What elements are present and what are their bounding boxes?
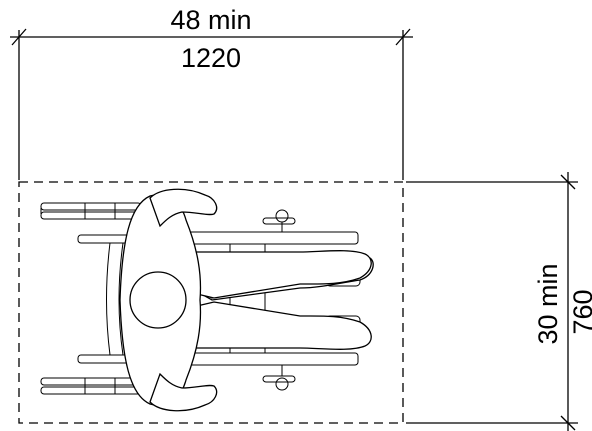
width-dimension: 48 min 1220 <box>10 5 413 180</box>
top-push-rim <box>40 211 142 220</box>
depth-dimension: 30 min 760 <box>406 172 592 431</box>
wheelchair-icon <box>40 188 374 412</box>
top-wheel <box>40 202 142 211</box>
width-imperial-label: 48 min <box>170 5 251 35</box>
bottom-push-rim <box>40 386 142 395</box>
depth-imperial-label: 30 min <box>533 263 563 344</box>
depth-tick-bottom <box>560 415 576 431</box>
caster-top <box>262 209 296 232</box>
head <box>129 271 187 329</box>
arm-top <box>149 188 218 228</box>
depth-tick-top <box>560 174 576 190</box>
width-tick-right <box>395 28 411 46</box>
depth-metric-label: 760 <box>568 289 592 334</box>
thigh-top <box>179 250 372 299</box>
thigh-bottom <box>179 301 372 350</box>
clear-floor-space-outline <box>18 181 404 424</box>
bottom-wheel <box>40 377 142 386</box>
width-tick-left <box>11 28 27 46</box>
caster-bottom <box>262 365 296 391</box>
width-metric-label: 1220 <box>181 43 241 73</box>
arm-bottom <box>149 372 218 412</box>
